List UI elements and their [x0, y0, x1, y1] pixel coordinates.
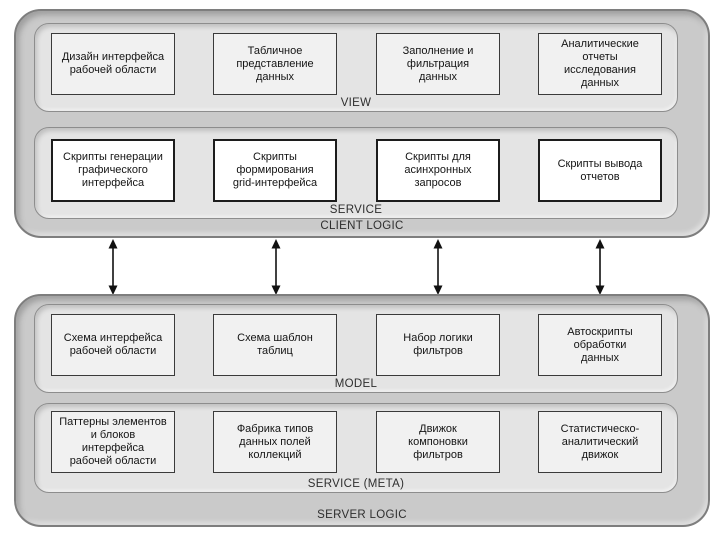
service-meta-section: Паттерны элементов и блоков интерфейса р…: [34, 403, 678, 493]
diagram-box-data-fill-filter: Заполнение и фильтрация данных: [376, 33, 500, 95]
diagram-box-filter-composition-engine: Движок компоновки фильтров: [376, 411, 500, 473]
client-logic-container: Дизайн интерфейса рабочей области Таблич…: [14, 9, 710, 238]
client-service-section-label: SERVICE: [329, 204, 383, 216]
diagram-box-table-template-schema: Схема шаблон таблиц: [213, 314, 337, 376]
diagram-box-tabular-data-view: Табличное представление данных: [213, 33, 337, 95]
diagram-box-filter-logic-set: Набор логики фильтров: [376, 314, 500, 376]
diagram-box-workspace-interface-design: Дизайн интерфейса рабочей области: [51, 33, 175, 95]
client-logic-label: CLIENT LOGIC: [320, 220, 404, 232]
diagram-box-analytical-reports: Аналитические отчеты исследования данных: [538, 33, 662, 95]
model-section: Схема интерфейса рабочей области Схема ш…: [34, 304, 678, 393]
diagram-box-statistical-analytical-engine: Статистическо- аналитический движок: [538, 411, 662, 473]
client-server-sync-arrow: [595, 239, 605, 295]
diagram-box-async-request-scripts: Скрипты для асинхронных запросов: [376, 139, 500, 202]
diagram-box-report-output-scripts: Скрипты вывода отчетов: [538, 139, 662, 202]
diagram-box-data-processing-autoscripts: Автоскрипты обработки данных: [538, 314, 662, 376]
model-section-label: MODEL: [334, 378, 378, 390]
diagram-box-gui-generation-scripts: Скрипты генерации графического интерфейс…: [51, 139, 175, 202]
diagram-box-workspace-interface-schema: Схема интерфейса рабочей области: [51, 314, 175, 376]
view-section: Дизайн интерфейса рабочей области Таблич…: [34, 23, 678, 112]
client-server-sync-arrow: [271, 239, 281, 295]
server-logic-container: Схема интерфейса рабочей области Схема ш…: [14, 294, 710, 527]
diagram-box-interface-element-patterns: Паттерны элементов и блоков интерфейса р…: [51, 411, 175, 473]
client-server-sync-arrow: [108, 239, 118, 295]
client-server-sync-arrow: [433, 239, 443, 295]
client-service-section: Скрипты генерации графического интерфейс…: [34, 127, 678, 219]
server-logic-label: SERVER LOGIC: [317, 509, 407, 521]
view-section-label: VIEW: [340, 97, 372, 109]
diagram-box-grid-interface-scripts: Скрипты формирования grid-интерфейса: [213, 139, 337, 202]
service-meta-section-label: SERVICE (META): [307, 478, 405, 490]
diagram-box-collection-field-type-factory: Фабрика типов данных полей коллекций: [213, 411, 337, 473]
